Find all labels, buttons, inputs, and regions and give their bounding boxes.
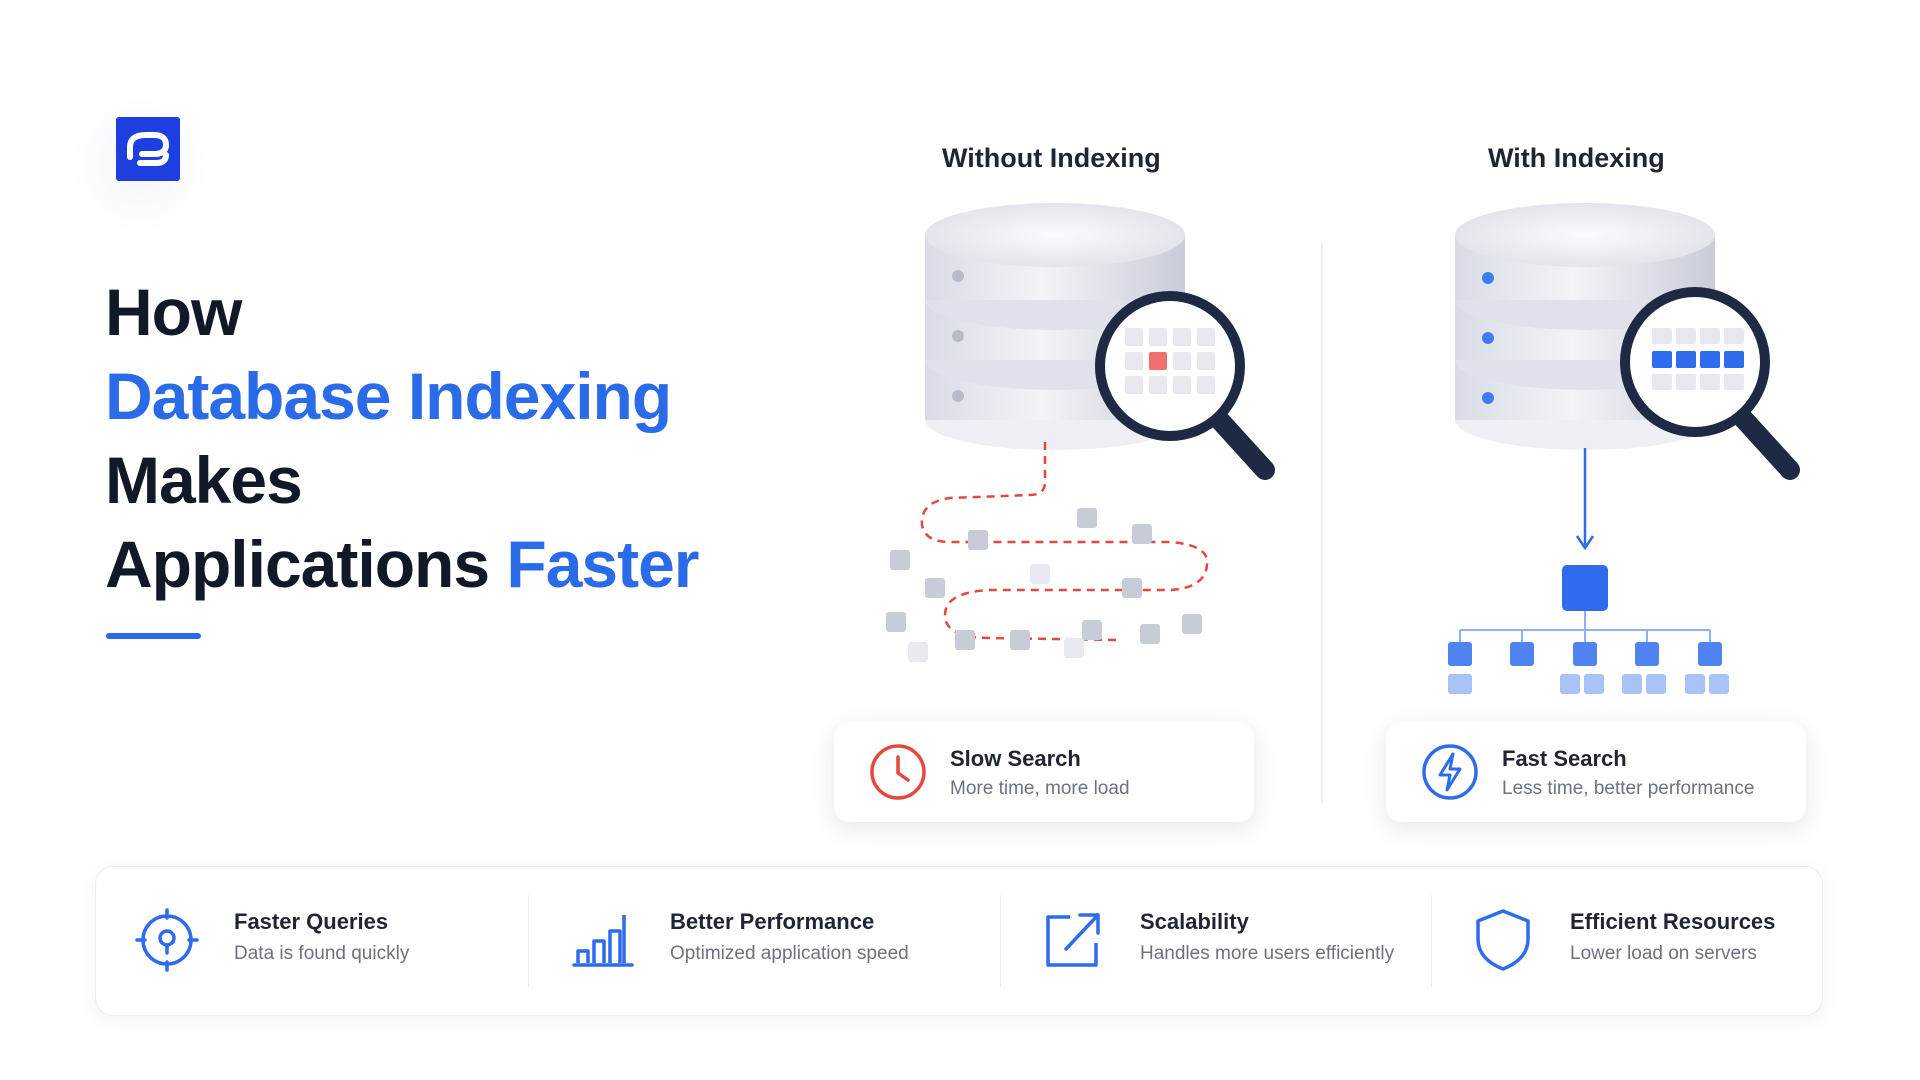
column-divider bbox=[1321, 243, 1323, 803]
slow-search-card: Slow Search More time, more load bbox=[834, 722, 1254, 822]
feature-title: Scalability bbox=[1140, 909, 1249, 934]
feature-better-performance: Better Performance Optimized application… bbox=[532, 867, 962, 1015]
without-indexing-title: Without Indexing bbox=[942, 143, 1161, 173]
page-title: How Database Indexing Makes Applications… bbox=[105, 270, 699, 606]
with-indexing-illustration bbox=[1448, 203, 1800, 694]
feature-subtitle: Data is found quickly bbox=[234, 943, 410, 964]
brand-logo bbox=[116, 117, 180, 181]
clock-icon bbox=[870, 744, 926, 800]
feature-scalability: Scalability Handles more users efficient… bbox=[1002, 867, 1432, 1015]
feature-title: Efficient Resources bbox=[1570, 909, 1776, 934]
feature-faster-queries: Faster Queries Data is found quickly bbox=[96, 867, 526, 1015]
index-tree bbox=[1448, 448, 1729, 694]
features-panel: Faster Queries Data is found quickly Bet… bbox=[95, 866, 1823, 1016]
fast-search-title: Fast Search bbox=[1502, 746, 1627, 771]
title-line-1: How bbox=[105, 275, 242, 349]
feature-divider bbox=[1000, 895, 1001, 987]
feature-subtitle: Optimized application speed bbox=[670, 943, 909, 964]
feature-efficient-resources: Efficient Resources Lower load on server… bbox=[1432, 867, 1822, 1015]
without-indexing-illustration bbox=[886, 203, 1275, 662]
slow-search-path bbox=[886, 442, 1209, 662]
shield-icon bbox=[1476, 909, 1530, 971]
title-line-4-plain: Applications bbox=[105, 527, 507, 601]
feature-divider bbox=[528, 895, 529, 987]
feature-subtitle: Lower load on servers bbox=[1570, 943, 1757, 964]
slow-search-title: Slow Search bbox=[950, 746, 1081, 771]
target-icon bbox=[135, 908, 199, 972]
title-line-3: Makes bbox=[105, 443, 303, 517]
fast-search-subtitle: Less time, better performance bbox=[1502, 778, 1755, 799]
title-line-2: Database Indexing bbox=[105, 359, 672, 433]
title-line-4: Applications Faster bbox=[105, 522, 699, 606]
expand-arrow-icon bbox=[1046, 913, 1100, 967]
feature-divider bbox=[1431, 895, 1432, 987]
with-indexing-title: With Indexing bbox=[1488, 143, 1665, 173]
slow-search-subtitle: More time, more load bbox=[950, 778, 1130, 799]
magnifier-icon bbox=[1620, 287, 1800, 480]
feature-title: Better Performance bbox=[670, 909, 875, 934]
fast-search-card: Fast Search Less time, better performanc… bbox=[1386, 722, 1806, 822]
bar-chart-icon bbox=[572, 915, 634, 967]
feature-title: Faster Queries bbox=[234, 909, 389, 934]
magnifier-icon bbox=[1095, 291, 1275, 480]
title-underline bbox=[106, 633, 201, 639]
lightning-icon bbox=[1422, 744, 1478, 800]
feature-subtitle: Handles more users efficiently bbox=[1140, 943, 1395, 964]
title-line-4-accent: Faster bbox=[506, 527, 699, 601]
